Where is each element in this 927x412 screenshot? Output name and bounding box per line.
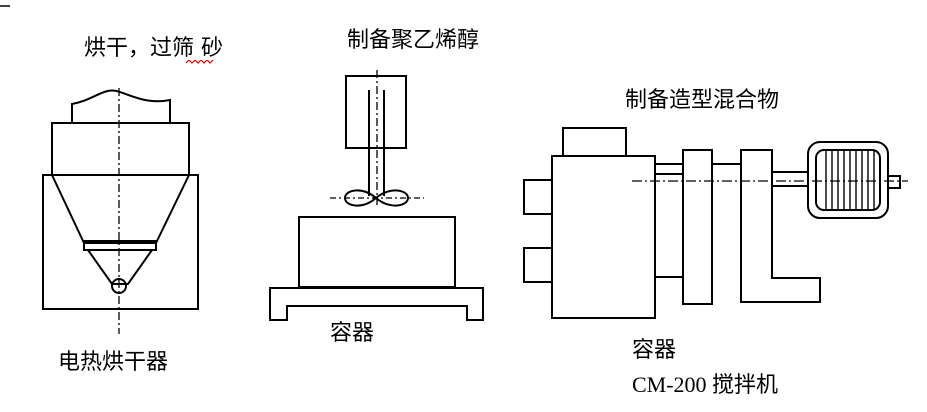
label-prepare-pva: 制备聚乙烯醇: [347, 28, 480, 53]
label-electric-dryer: 电热烘干器: [58, 350, 169, 375]
label-container-middle: 容器: [330, 321, 375, 346]
cm200-mixer-drawing: [523, 127, 908, 319]
label-cm200-mixer: CM-200 搅拌机: [632, 372, 779, 397]
mixer-gearbox-2: [740, 149, 821, 303]
pva-container: [298, 216, 456, 288]
mixer-port-lower: [523, 247, 553, 283]
pva-base-stand: [269, 287, 484, 321]
label-dry-sieve-sand: 烘干，过筛 砂: [84, 36, 223, 61]
pva-mixer-drawing: [269, 70, 484, 321]
label-prepare-molding-mixture: 制备造型混合物: [625, 88, 780, 113]
label-container-right: 容器: [632, 338, 677, 363]
dryer-wavy-top: [71, 89, 171, 123]
mixer-motor-inner: [815, 149, 881, 211]
spellcheck-underline: [186, 60, 214, 64]
dryer-collar: [83, 240, 157, 251]
mixer-link-top: [655, 163, 684, 175]
pva-motor-box: [345, 75, 407, 149]
dryer-upper-body: [51, 122, 190, 176]
dryer-cone: [51, 174, 190, 244]
dryer-lower-cone: [87, 249, 153, 285]
mixer-motor-shaft-end: [887, 175, 901, 189]
mixer-gearbox-1: [682, 149, 713, 305]
mixer-top-box: [562, 127, 627, 157]
mixer-motor-body: [807, 141, 889, 219]
dryer-outer-frame: [42, 174, 199, 310]
mixer-main-container: [551, 155, 656, 319]
dryer-heater-drawing: [42, 88, 199, 334]
mixer-motor-fins: [825, 150, 875, 210]
mixer-port-upper: [523, 179, 553, 215]
mixer-coupling: [771, 171, 809, 187]
